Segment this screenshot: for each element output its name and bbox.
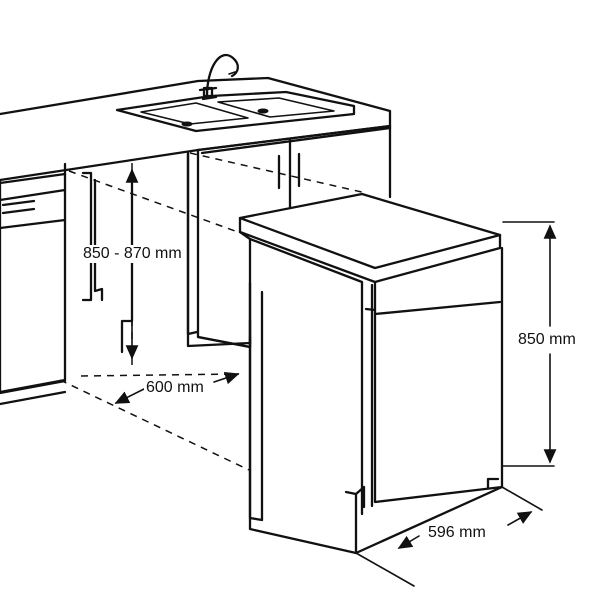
dishwasher-height-label: 850 mm: [516, 331, 578, 349]
dimension-guides: [59, 152, 555, 587]
dishwasher-outline: [238, 192, 504, 555]
drain-icon: [181, 121, 193, 127]
cabinet-height-range-label: 850 - 870 mm: [81, 245, 184, 263]
cabinet-depth-label: 600 mm: [144, 379, 206, 397]
sink: [115, 53, 356, 133]
dimension-arrows: [114, 168, 557, 549]
dishwasher-width-label: 596 mm: [426, 524, 488, 542]
drain-icon: [257, 108, 269, 114]
